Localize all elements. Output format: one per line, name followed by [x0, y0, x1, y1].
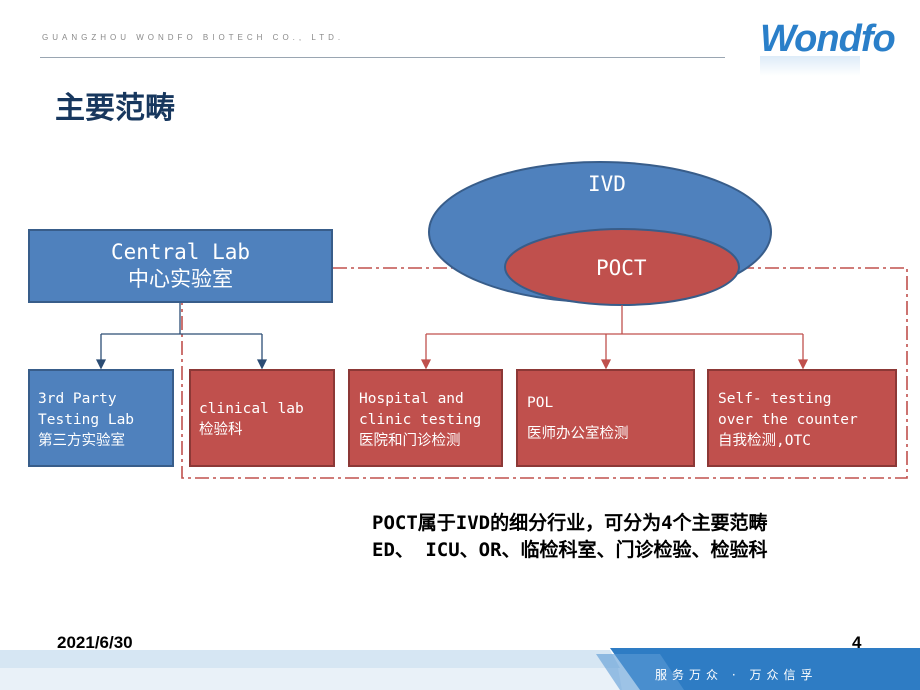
note-line: ED、 ICU、OR、临检科室、门诊检验、检验科 [372, 539, 768, 561]
poct-label: POCT [596, 256, 647, 280]
box-text: Self- testing [718, 391, 832, 407]
clinical-lab-box: clinical lab 检验科 [189, 369, 335, 467]
central-lab-box: Central Lab 中心实验室 [28, 229, 333, 303]
box-text: clinical lab [199, 401, 304, 417]
footer-slogan: 服务万众 · 万众信孚 [655, 668, 818, 682]
arrowhead [420, 359, 432, 370]
footer-decoration [0, 648, 920, 690]
slide-date: 2021/6/30 [57, 633, 133, 652]
poct-connectors [420, 305, 809, 370]
central-lab-en: Central Lab [110, 240, 251, 264]
slide-title: 主要范畴 [55, 91, 175, 126]
central-lab-cn: 中心实验室 [128, 267, 233, 291]
ivd-label: IVD [588, 172, 626, 196]
wondfo-logo: Wondfo [760, 18, 896, 60]
box-text: 检验科 [199, 422, 243, 438]
header-divider [40, 57, 725, 58]
box-text: 第三方实验室 [38, 433, 125, 449]
box-text: Testing Lab [38, 412, 135, 428]
box-text: clinic testing [359, 412, 482, 428]
summary-note: POCT属于IVD的细分行业，可分为4个主要范畴 ED、 ICU、OR、临检科室… [372, 510, 768, 564]
arrowhead [256, 359, 268, 370]
arrowhead [95, 359, 107, 370]
arrowhead [797, 359, 809, 370]
third-party-lab-box: 3rd Party Testing Lab 第三方实验室 [28, 369, 174, 467]
box-text: Hospital and [359, 391, 464, 407]
box-text: POL [527, 395, 554, 411]
self-testing-box: Self- testing over the counter 自我检测,OTC [707, 369, 897, 467]
box-text: 自我检测,OTC [718, 433, 811, 449]
pol-box: POL 医师办公室检测 [516, 369, 695, 467]
box-text: 医院和门诊检测 [359, 433, 461, 449]
logo-reflection [760, 56, 860, 76]
company-name: GUANGZHOU WONDFO BIOTECH CO., LTD. [42, 33, 345, 42]
box-text: 3rd Party [38, 391, 117, 407]
page-number: 4 [852, 633, 862, 652]
arrowhead [600, 359, 612, 370]
central-lab-connectors [95, 303, 268, 370]
box-text: 医师办公室检测 [527, 426, 629, 442]
box-text: over the counter [718, 412, 858, 428]
note-line: POCT属于IVD的细分行业，可分为4个主要范畴 [372, 512, 768, 534]
hospital-clinic-box: Hospital and clinic testing 医院和门诊检测 [348, 369, 503, 467]
